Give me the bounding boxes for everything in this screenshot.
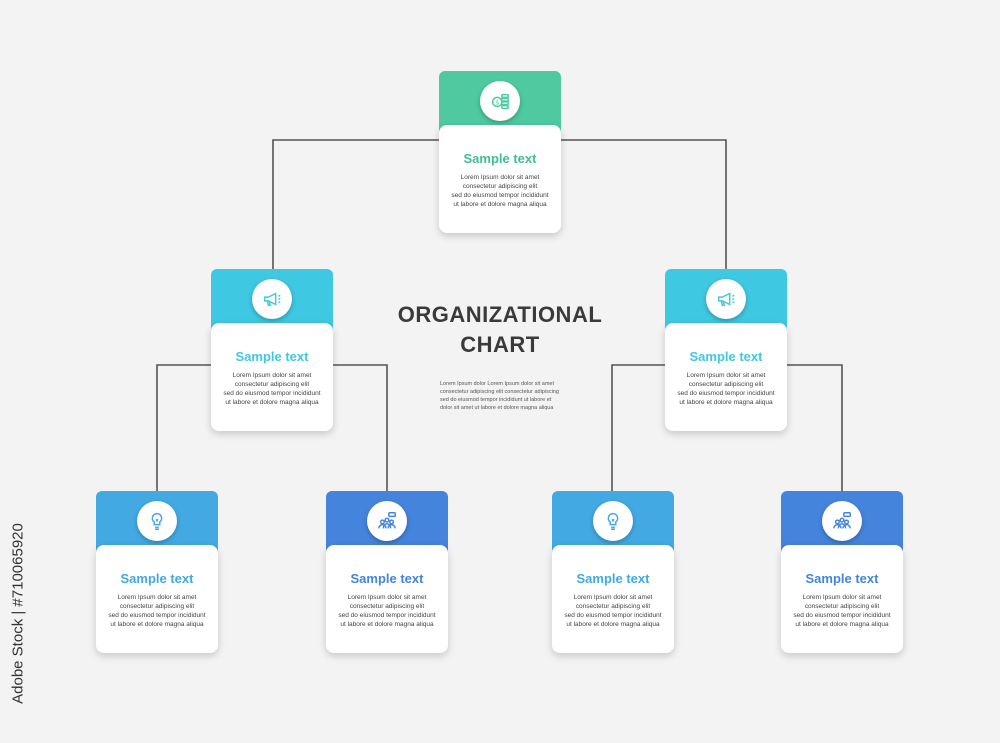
node-card bbox=[96, 545, 218, 653]
connector-midleft-bot1 bbox=[156, 364, 212, 492]
chart-heading-line2: CHART bbox=[460, 332, 540, 357]
lightbulb-icon bbox=[137, 501, 177, 541]
node-card bbox=[326, 545, 448, 653]
team-chat-icon bbox=[367, 501, 407, 541]
node-text: Lorem Ipsum dolor sit amet consectetur a… bbox=[451, 174, 549, 208]
node-card bbox=[211, 323, 333, 431]
connector-top-left bbox=[272, 139, 440, 270]
megaphone-icon bbox=[706, 279, 746, 319]
org-node-top: $ Sample text Lorem Ipsum dolor sit amet… bbox=[439, 71, 561, 233]
node-text: Lorem Ipsum dolor sit amet consectetur a… bbox=[108, 594, 206, 628]
org-node-bottom-2: Sample text Lorem Ipsum dolor sit amet c… bbox=[326, 491, 448, 653]
svg-text:$: $ bbox=[495, 99, 499, 107]
chart-heading: ORGANIZATIONAL CHART bbox=[380, 300, 620, 360]
node-card bbox=[665, 323, 787, 431]
org-node-bottom-1: Sample text Lorem Ipsum dolor sit amet c… bbox=[96, 491, 218, 653]
org-node-bottom-3: Sample text Lorem Ipsum dolor sit amet c… bbox=[552, 491, 674, 653]
connector-midright-bot4 bbox=[786, 364, 843, 492]
lightbulb-icon bbox=[593, 501, 633, 541]
node-title: Sample text bbox=[235, 349, 309, 364]
org-node-mid-right: Sample text Lorem Ipsum dolor sit amet c… bbox=[665, 269, 787, 431]
node-card bbox=[552, 545, 674, 653]
node-title: Sample text bbox=[120, 571, 194, 586]
team-chat-icon bbox=[822, 501, 862, 541]
node-text: Lorem Ipsum dolor sit amet consectetur a… bbox=[338, 594, 436, 628]
connector-midright-bot3 bbox=[611, 364, 666, 492]
node-text: Lorem Ipsum dolor sit amet consectetur a… bbox=[223, 372, 321, 406]
org-node-bottom-4: Sample text Lorem Ipsum dolor sit amet c… bbox=[781, 491, 903, 653]
connector-top-right bbox=[560, 139, 727, 270]
money-icon: $ bbox=[480, 81, 520, 121]
chart-description: Lorem Ipsum dolor Lorem Ipsum dolor sit … bbox=[440, 381, 559, 411]
node-title: Sample text bbox=[350, 571, 424, 586]
node-text: Lorem Ipsum dolor sit amet consectetur a… bbox=[677, 372, 775, 406]
node-title: Sample text bbox=[463, 151, 537, 166]
node-title: Sample text bbox=[805, 571, 879, 586]
org-node-mid-left: Sample text Lorem Ipsum dolor sit amet c… bbox=[211, 269, 333, 431]
watermark-text: Adobe Stock | #710065920 bbox=[9, 523, 27, 704]
node-card bbox=[781, 545, 903, 653]
chart-heading-line1: ORGANIZATIONAL bbox=[397, 302, 603, 327]
node-text: Lorem Ipsum dolor sit amet consectetur a… bbox=[793, 594, 891, 628]
node-text: Lorem Ipsum dolor sit amet consectetur a… bbox=[564, 594, 662, 628]
node-title: Sample text bbox=[689, 349, 763, 364]
node-card bbox=[439, 125, 561, 233]
node-title: Sample text bbox=[576, 571, 650, 586]
connector-midleft-bot2 bbox=[333, 364, 388, 492]
stock-watermark: Adobe Stock | #710065920 bbox=[8, 505, 30, 725]
megaphone-icon bbox=[252, 279, 292, 319]
